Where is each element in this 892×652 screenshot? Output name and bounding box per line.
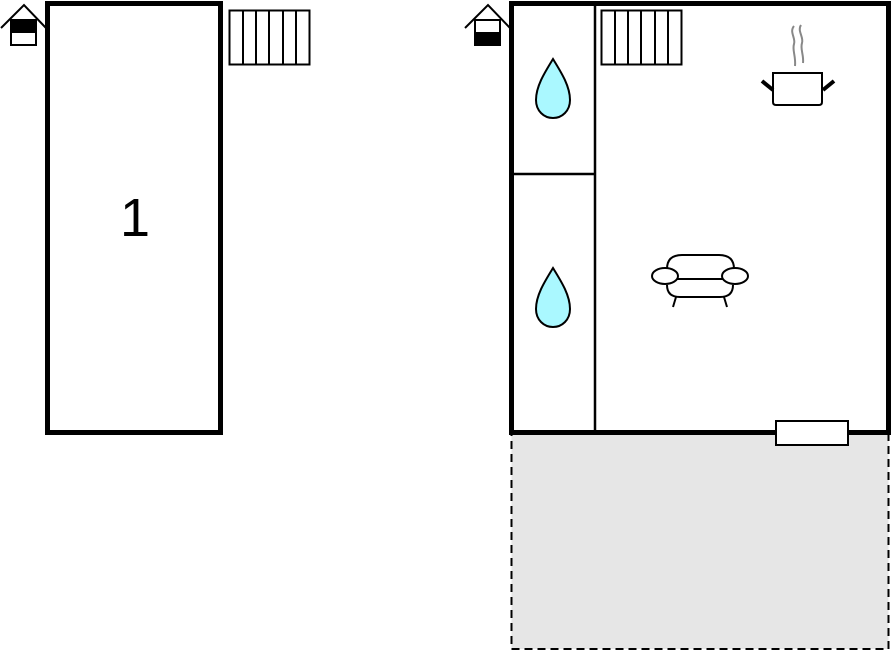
- sofa-icon: [651, 254, 749, 308]
- room-label: 1: [120, 188, 150, 248]
- terrace-area: [510, 432, 890, 650]
- house-floor-upper-icon: [0, 3, 47, 46]
- cooking-pot-icon: [760, 24, 836, 106]
- water-drop-icon: [534, 57, 572, 120]
- radiator-icon: [600, 9, 683, 66]
- building-1-walls: [45, 1, 223, 435]
- water-drop-icon: [534, 266, 572, 329]
- building-2-walls: [509, 1, 891, 435]
- window-icon: [775, 420, 849, 446]
- house-floor-lower-icon: [464, 3, 511, 46]
- radiator-icon: [228, 9, 311, 66]
